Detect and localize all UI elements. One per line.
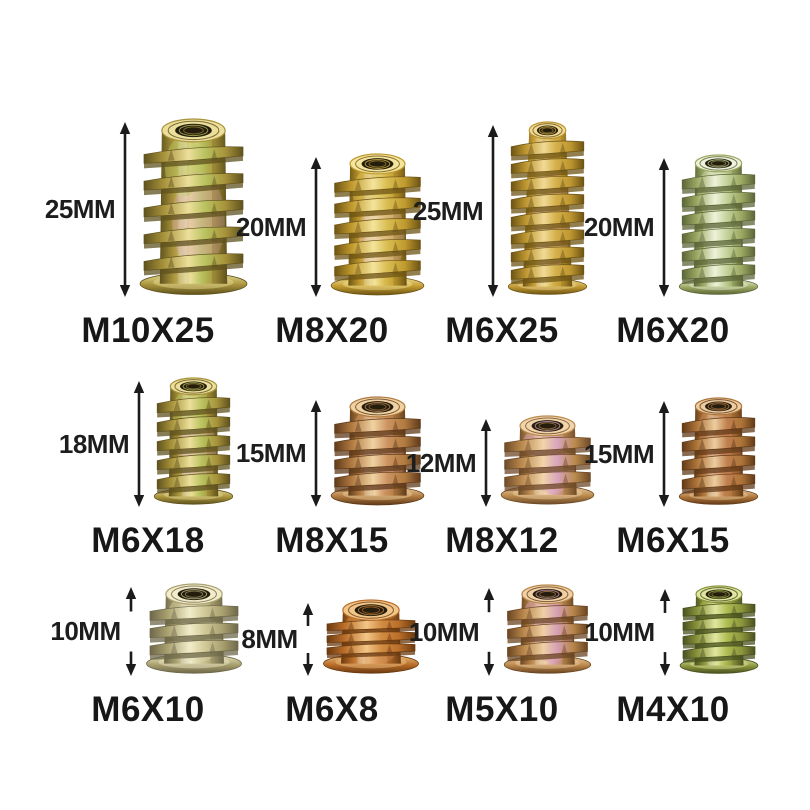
dimension-measure: 10MM [50, 585, 139, 678]
dimension-label: 10MM [584, 617, 655, 647]
dimension-measure: 10MM [409, 586, 498, 678]
dimension-arrow-icon [119, 122, 131, 297]
insert-item-m6x20: 20MM M6X20 [584, 116, 762, 351]
dimension-arrow-icon [310, 157, 322, 297]
dimension-arrow-icon [487, 125, 499, 297]
insert-item-m8x12: 12MM M8X12 [406, 375, 595, 561]
grid-row-3: 10MM M6X10 [0, 561, 810, 730]
insert-item-m8x15: 15MM M8X15 [236, 375, 425, 561]
dimension-label: 18MM [58, 428, 130, 459]
dimension-label: 20MM [583, 212, 655, 242]
dimension-label: 10MM [50, 616, 121, 646]
insert-figure: 25MM [45, 116, 251, 299]
threaded-insert-image [330, 153, 425, 296]
insert-item-m6x8: 8MM M6X8 [241, 581, 419, 730]
insert-item-m6x10: 10MM M6X10 [50, 581, 246, 730]
insert-figure: 15MM [584, 395, 762, 509]
dimension-measure: 20MM [236, 155, 325, 299]
insert-item-m8x20: 20MM M8X20 [236, 116, 425, 351]
size-caption: M8X20 [275, 311, 389, 350]
dimension-arrow-icon [302, 603, 313, 676]
threaded-insert-image [322, 599, 419, 674]
threaded-insert-image [679, 397, 759, 505]
insert-item-m5x10: 10MM M5X10 [409, 581, 592, 730]
insert-figure: 10MM [409, 582, 595, 678]
dimension-measure: 20MM [584, 156, 673, 299]
threaded-insert-image [154, 377, 234, 505]
dimension-label: 20MM [235, 211, 307, 242]
threaded-insert-image [500, 415, 595, 505]
grid-row-1: 25MM M10X25 [0, 0, 810, 351]
threaded-insert-image [330, 396, 425, 506]
size-caption: M8X12 [445, 521, 559, 560]
size-caption: M5X10 [445, 690, 559, 729]
insert-item-m6x25: 25MM M6X25 [413, 116, 588, 351]
insert-figure: 10MM [584, 583, 761, 678]
dimension-label: 15MM [235, 438, 307, 468]
dimension-measure: 10MM [584, 587, 673, 678]
size-caption: M6X10 [91, 690, 205, 729]
insert-figure: 12MM [406, 413, 598, 509]
dimension-measure: 15MM [236, 398, 325, 509]
size-caption: M4X10 [616, 690, 730, 729]
dimension-arrow-icon [483, 588, 495, 676]
dimension-arrow-icon [658, 158, 670, 297]
dimension-arrow-icon [133, 381, 145, 507]
threaded-insert-image [139, 118, 248, 295]
insert-figure: 20MM [584, 152, 762, 299]
dimension-measure: 15MM [584, 399, 673, 509]
dimension-arrow-icon [659, 589, 670, 676]
dimension-measure: 25MM [413, 123, 502, 299]
threaded-insert-image [679, 154, 759, 295]
size-caption: M6X8 [285, 690, 379, 729]
insert-figure: 18MM [59, 375, 237, 509]
dimension-measure: 25MM [45, 120, 134, 299]
dimension-label: 8MM [241, 624, 298, 654]
dimension-label: 12MM [405, 447, 477, 478]
size-caption: M6X18 [91, 521, 205, 560]
threaded-insert-image [504, 584, 592, 674]
insert-figure: 25MM [413, 119, 591, 299]
insert-figure: 10MM [50, 581, 245, 678]
threaded-insert-image [679, 585, 758, 674]
grid-row-2: 18MM M6X18 [0, 351, 810, 561]
size-caption: M6X20 [616, 311, 730, 350]
insert-figure: 15MM [236, 394, 428, 509]
threaded-insert-image [508, 121, 588, 295]
insert-item-m10x25: 25MM M10X25 [45, 116, 248, 351]
size-caption: M10X25 [81, 311, 215, 350]
dimension-measure: 12MM [406, 417, 495, 509]
insert-item-m4x10: 10MM M4X10 [584, 581, 761, 730]
dimension-label: 15MM [583, 438, 655, 469]
dimension-arrow-icon [310, 400, 322, 507]
dimension-measure: 18MM [59, 379, 148, 509]
dimension-arrow-icon [125, 587, 136, 676]
size-caption: M6X25 [445, 311, 559, 350]
dimension-arrow-icon [480, 419, 492, 507]
insert-figure: 20MM [236, 151, 428, 299]
insert-item-m6x15: 15MM M6X15 [584, 375, 762, 561]
size-caption: M8X15 [275, 521, 389, 560]
dimension-label: 25MM [412, 195, 484, 226]
dimension-label: 10MM [408, 616, 480, 647]
dimension-label: 25MM [44, 194, 116, 224]
insert-figure: 8MM [241, 597, 422, 678]
dimension-arrow-icon [658, 401, 670, 507]
dimension-measure: 8MM [241, 601, 316, 678]
threaded-insert-image [145, 583, 242, 674]
size-caption: M6X15 [616, 521, 730, 560]
insert-item-m6x18: 18MM M6X18 [50, 375, 246, 561]
